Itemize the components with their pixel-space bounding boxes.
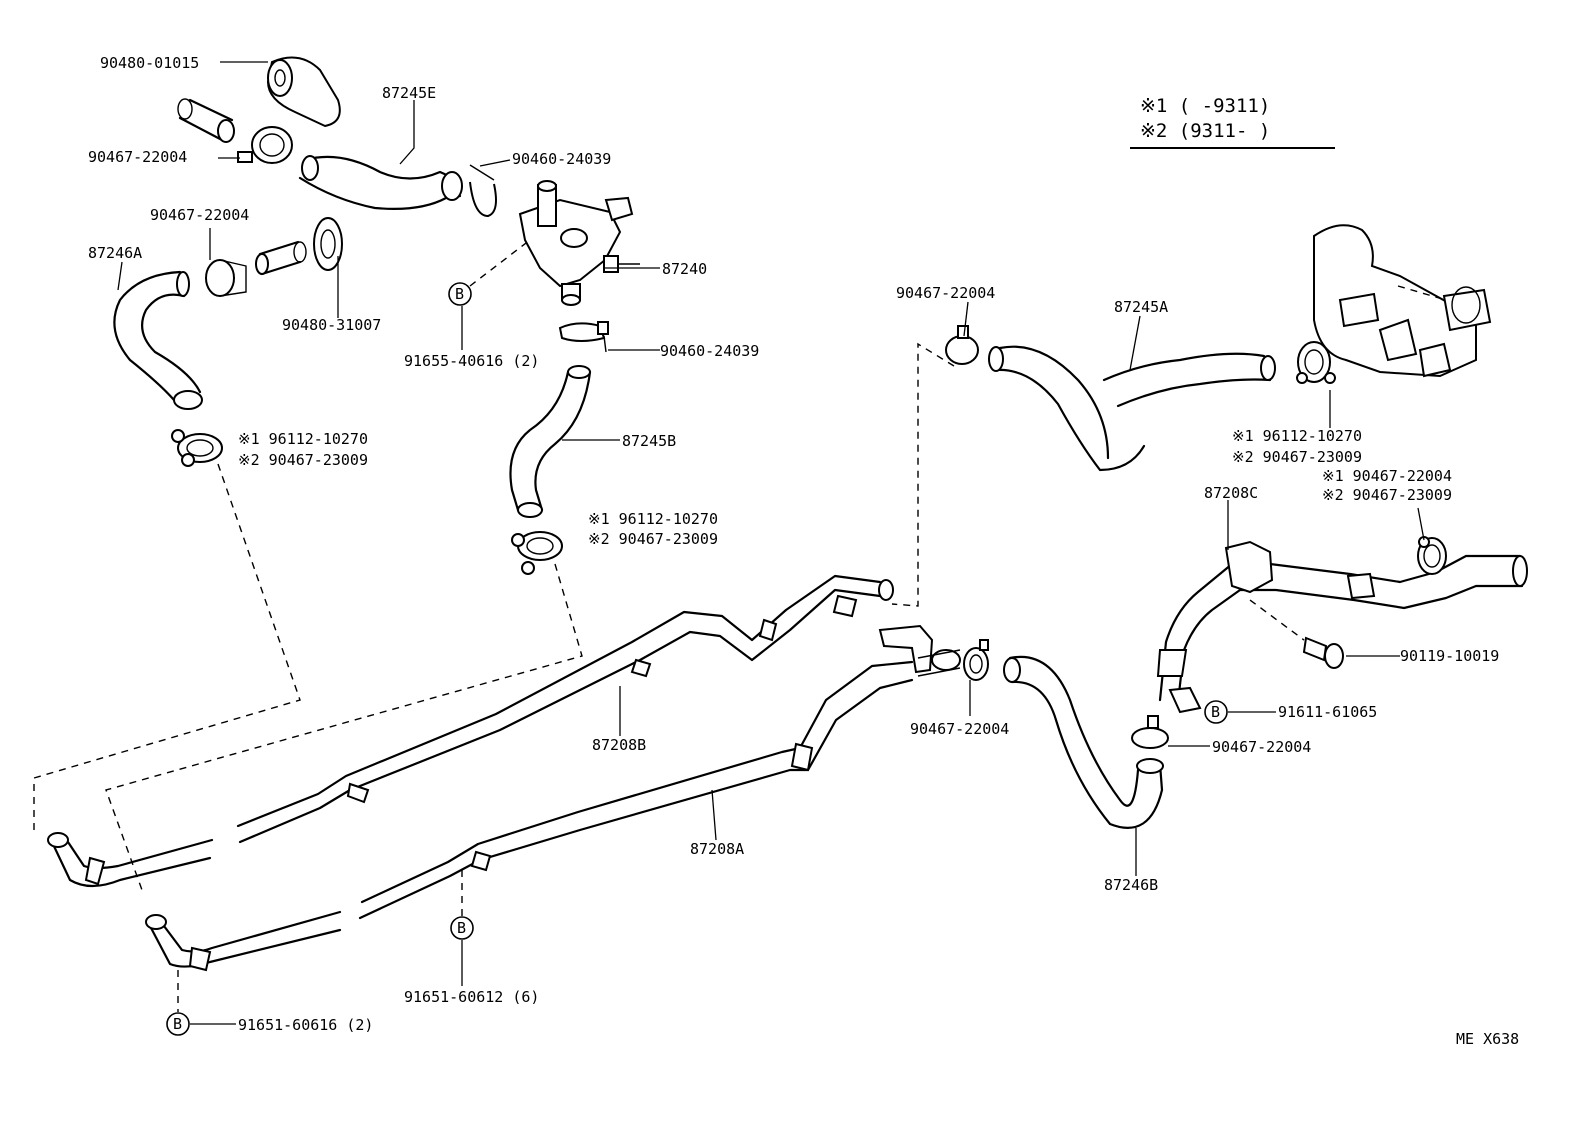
label-87208B: 87208B [592, 736, 646, 754]
label-87246A: 87246A [88, 244, 142, 262]
label-clamp-middle-1: ※1 96112-10270 [588, 510, 718, 528]
right-hoses: B [891, 224, 1528, 829]
clamp-90467-e [1131, 715, 1169, 749]
bolt-marker-91651-2-text: B [173, 1015, 182, 1033]
label-87245E: 87245E [382, 84, 436, 102]
label-90119-10019: 90119-10019 [1400, 647, 1499, 665]
bolt-marker-91651-6-text: B [457, 919, 466, 937]
legend: ※1 ( -9311) ※2 (9311- ) [1130, 95, 1335, 149]
dash-left-to-pipe [33, 463, 301, 830]
label-87245A: 87245A [1114, 298, 1168, 316]
dash-middle-to-pipe [105, 563, 583, 891]
label-90467-22004-d: 90467-22004 [910, 720, 1009, 738]
label-clamp-left-2: ※2 90467-23009 [238, 451, 368, 469]
label-87240: 87240 [662, 260, 707, 278]
label-91651-60612: 91651-60612 (6) [404, 988, 539, 1006]
short-pipe-upper [177, 98, 235, 143]
label-90460-24039-b: 90460-24039 [660, 342, 759, 360]
water-outlet-housing [1313, 224, 1492, 378]
grommet-90480-01015 [266, 56, 341, 128]
hose-87245E [298, 155, 463, 210]
middle-hoses [105, 321, 609, 891]
label-reference-code: ME X638 [1456, 1030, 1519, 1048]
leader-lines [117, 61, 1425, 1025]
legend-line-2: ※2 (9311- ) [1140, 120, 1270, 142]
label-87245B: 87245B [622, 432, 676, 450]
hose-87245A [988, 345, 1276, 472]
bolt-marker-91655: B [448, 282, 472, 306]
upper-left-hoses: B [33, 56, 640, 830]
clamp-90460-a [469, 164, 497, 218]
pipe-87208C [1156, 540, 1528, 714]
bolt-marker-91651-6: B [450, 916, 474, 940]
label-clamp-right-2: ※2 90467-23009 [1232, 448, 1362, 466]
clamp-90467-c [945, 325, 979, 365]
bolt-marker-91611: B [1204, 700, 1228, 724]
label-91655-40616: 91655-40616 (2) [404, 352, 539, 370]
clamp-96112-left [171, 429, 223, 467]
bolt-marker-91611-text: B [1211, 703, 1220, 721]
hose-87246A [113, 270, 203, 410]
clamp-90467-d [963, 639, 989, 681]
clamp-90467-b [205, 259, 247, 297]
label-87246B: 87246B [1104, 876, 1158, 894]
pipe-87208B [47, 574, 894, 888]
pipe-87208A [145, 624, 961, 972]
part-labels: 90480-01015 87245E 90467-22004 90460-240… [88, 54, 1519, 1048]
hose-87246B [1003, 655, 1164, 829]
hose-87245B [509, 365, 592, 518]
label-90467-22004-e: 90467-22004 [1212, 738, 1311, 756]
dash-right-top [891, 342, 955, 607]
label-90467-22004-b: 90467-22004 [150, 206, 249, 224]
label-90480-31007: 90480-31007 [282, 316, 381, 334]
clamp-90460-b [558, 321, 609, 353]
label-87208C: 87208C [1204, 484, 1258, 502]
label-91611-61065: 91611-61065 [1278, 703, 1377, 721]
bolt-90119-10019 [1249, 599, 1344, 669]
bolt-marker-91655-text: B [455, 285, 464, 303]
label-clamp-middle-2: ※2 90467-23009 [588, 530, 718, 548]
clamp-96112-middle [511, 531, 563, 575]
label-clamp-right-1: ※1 96112-10270 [1232, 427, 1362, 445]
label-91651-60616: 91651-60616 (2) [238, 1016, 373, 1034]
label-clamp-left-1: ※1 96112-10270 [238, 430, 368, 448]
grommet-90480-31007 [313, 217, 343, 271]
short-pipe-middle [255, 240, 307, 276]
water-valve-87240 [518, 180, 640, 306]
legend-line-1: ※1 ( -9311) [1140, 95, 1270, 117]
label-87208A: 87208A [690, 840, 744, 858]
clamp-90467-right2 [1417, 536, 1447, 575]
clamp-96112-right [1296, 341, 1336, 384]
label-90480-01015: 90480-01015 [100, 54, 199, 72]
clamp-90467-a [237, 126, 293, 164]
dash-valve-bolt [469, 239, 531, 287]
label-clamp-right2-1: ※1 90467-22004 [1322, 467, 1452, 485]
label-90467-22004-a: 90467-22004 [88, 148, 187, 166]
bolt-marker-91651-2: B [166, 1012, 190, 1036]
label-clamp-right2-2: ※2 90467-23009 [1322, 486, 1452, 504]
label-90467-22004-c: 90467-22004 [896, 284, 995, 302]
label-90460-24039-a: 90460-24039 [512, 150, 611, 168]
